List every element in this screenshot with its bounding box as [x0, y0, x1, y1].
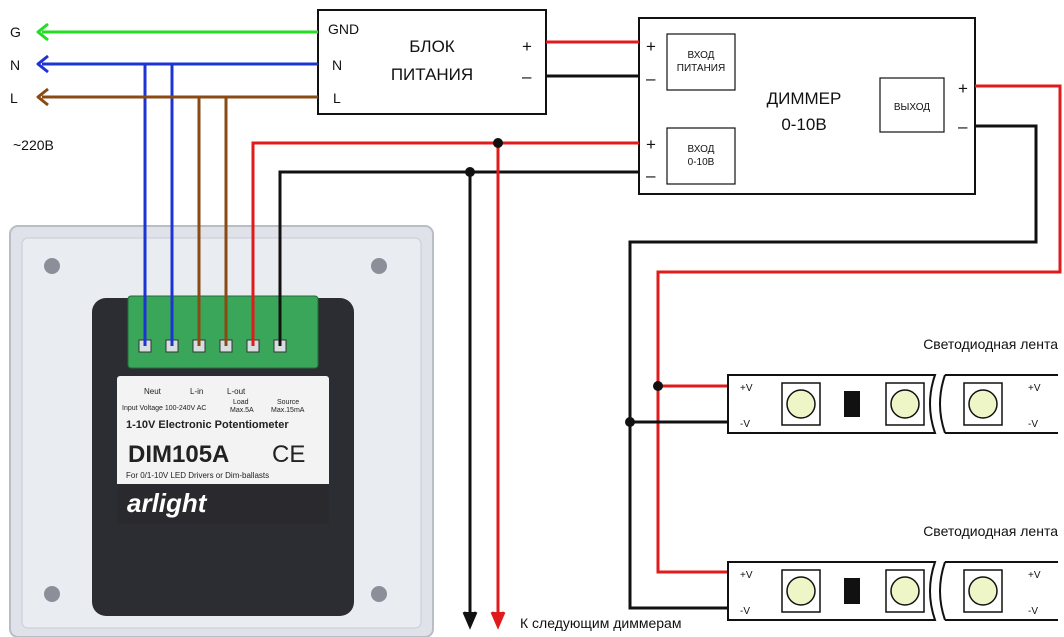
strip-minus-v-end: -V	[1028, 419, 1038, 430]
dimmer-title-line1: ДИММЕР	[767, 89, 842, 108]
device-description: 1-10V Electronic Potentiometer	[126, 419, 289, 431]
screw-hole	[371, 258, 387, 274]
strip-plus-v-end: +V	[1028, 383, 1041, 394]
junction-dot	[625, 417, 635, 427]
psu-n-terminal: N	[332, 57, 342, 73]
led-lens	[968, 389, 998, 419]
load-label: Load	[233, 399, 249, 406]
control-plus-wire	[251, 141, 639, 346]
strip-minus-v: -V	[740, 419, 750, 430]
psu-gnd-terminal: GND	[328, 21, 359, 37]
dimmer-output-plus: +	[958, 79, 968, 98]
strip-minus-v-end: -V	[1028, 606, 1038, 617]
ground-label: G	[10, 24, 21, 40]
psu-plus: +	[522, 37, 532, 56]
dimmer-block: ВХОД ПИТАНИЯ ВХОД 0-10В ВЫХОД ДИММЕР 0-1…	[638, 17, 976, 195]
led-lens	[890, 576, 920, 606]
resistor	[844, 578, 860, 604]
dimmer-panel-photo: Neut L-in L-out Input Voltage 100-240V A…	[9, 225, 434, 637]
led-lens	[968, 576, 998, 606]
strip-label: Светодиодная лента	[923, 336, 1058, 352]
control-minus-wire	[278, 170, 639, 346]
next-plus-arrow	[490, 611, 506, 630]
dimmer-output-minus: –	[958, 117, 968, 136]
load-max-label: Max.5A	[230, 407, 254, 414]
source-max-label: Max.15mA	[271, 407, 305, 414]
psu-minus: –	[522, 67, 532, 86]
strip-plus-v: +V	[740, 383, 753, 394]
next-minus-arrow	[462, 611, 478, 630]
junction-dot	[493, 138, 503, 148]
live-label: L	[10, 90, 18, 106]
led-strip-1: Светодиодная лента +V -V +V -V	[727, 336, 1058, 434]
brand-logo: arlight	[127, 488, 208, 518]
dimmer-control-plus: +	[646, 135, 656, 154]
next-dimmers-label: К следующим диммерам	[520, 615, 681, 631]
strip-plus-v-end: +V	[1028, 570, 1041, 581]
junction-dot	[465, 167, 475, 177]
screw-hole	[44, 258, 60, 274]
dimmer-power-plus: +	[646, 37, 656, 56]
strip-plus-v: +V	[740, 570, 753, 581]
control-input-label-2: 0-10В	[688, 157, 715, 168]
live-arrow	[36, 87, 49, 107]
psu-title-line2: ПИТАНИЯ	[391, 65, 473, 84]
power-input-label-1: ВХОД	[688, 50, 715, 61]
power-supply-block: GND N L БЛОК ПИТАНИЯ + –	[317, 9, 547, 115]
psu-title-line1: БЛОК	[409, 37, 455, 56]
device-model: DIM105A	[128, 441, 229, 468]
lout-label: L-out	[227, 387, 246, 396]
power-input-label-2: ПИТАНИЯ	[677, 63, 725, 74]
led-lens	[786, 389, 816, 419]
resistor	[844, 391, 860, 417]
dimmer-control-minus: –	[646, 166, 656, 185]
neutral-arrow	[36, 54, 49, 74]
junction-dot	[653, 381, 663, 391]
ground-arrow	[36, 22, 49, 42]
led-lens	[786, 576, 816, 606]
source-label: Source	[277, 399, 299, 406]
control-input-label-1: ВХОД	[688, 144, 715, 155]
strip-minus-v: -V	[740, 606, 750, 617]
device-note: For 0/1-10V LED Drivers or Dim-ballasts	[126, 471, 269, 480]
screw-hole	[371, 586, 387, 602]
neut-label: Neut	[144, 387, 162, 396]
output-label: ВЫХОД	[894, 102, 930, 113]
voltage-label: ~220В	[13, 137, 54, 153]
output-minus-wire	[628, 124, 1038, 610]
input-voltage-label: Input Voltage 100-240V AC	[122, 405, 206, 412]
lin-label: L-in	[190, 387, 203, 396]
ce-mark: CE	[272, 441, 305, 468]
neutral-label: N	[10, 57, 20, 73]
screw-hole	[44, 586, 60, 602]
led-lens	[890, 389, 920, 419]
output-plus-wire	[656, 84, 1062, 574]
dimmer-title-line2: 0-10В	[781, 115, 826, 134]
psu-l-terminal: L	[333, 90, 341, 106]
dimmer-power-minus: –	[646, 69, 656, 88]
strip-label: Светодиодная лента	[923, 523, 1058, 539]
led-strip-2: Светодиодная лента +V -V +V -V	[727, 523, 1058, 621]
